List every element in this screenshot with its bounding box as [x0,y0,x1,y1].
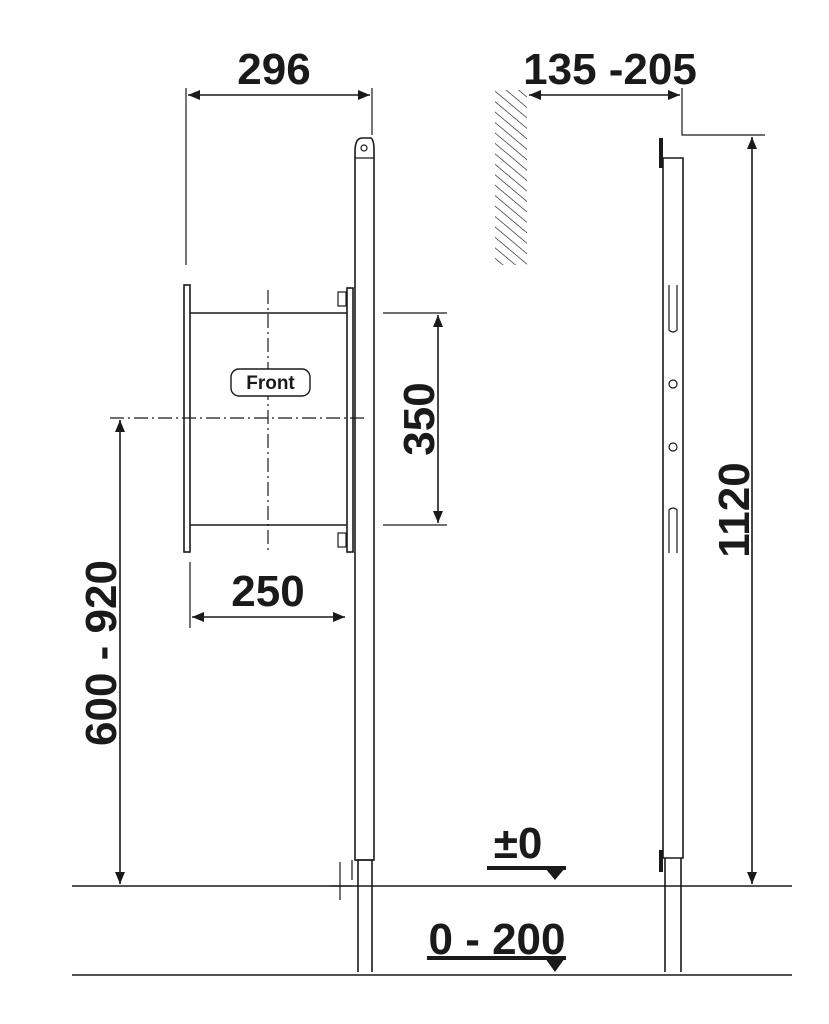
frame-post-side [330,137,375,972]
wall-hatch [495,90,527,265]
floor-build-up-label: 0 - 200 [429,915,566,964]
wall-distance-label: 135 -205 [523,45,697,94]
dimension-wall-distance: 135 -205 [523,45,765,136]
front-label: Front [246,373,295,394]
floor-level-marker: ±0 [487,819,566,880]
dimension-frame-height: 1120 [710,137,759,884]
floor-build-up-marker: 0 - 200 [427,915,566,972]
front-badge [230,368,311,397]
bracket-spacing-label: 350 [395,382,444,455]
frame-height-label: 1120 [710,462,759,557]
bracket-width-label: 250 [231,567,304,616]
frame-post-front [659,138,684,972]
dimension-bracket-spacing: 350 [383,312,447,526]
dimension-bracket-width: 250 [189,562,345,628]
dimension-mounting-height: 600 - 920 [77,420,126,884]
toilet-bracket: Front [110,284,368,553]
floor-level-label: ±0 [494,819,543,868]
frame-depth-label: 296 [237,45,310,94]
dimension-frame-depth: 296 [185,45,373,265]
mounting-height-label: 600 - 920 [77,560,126,746]
